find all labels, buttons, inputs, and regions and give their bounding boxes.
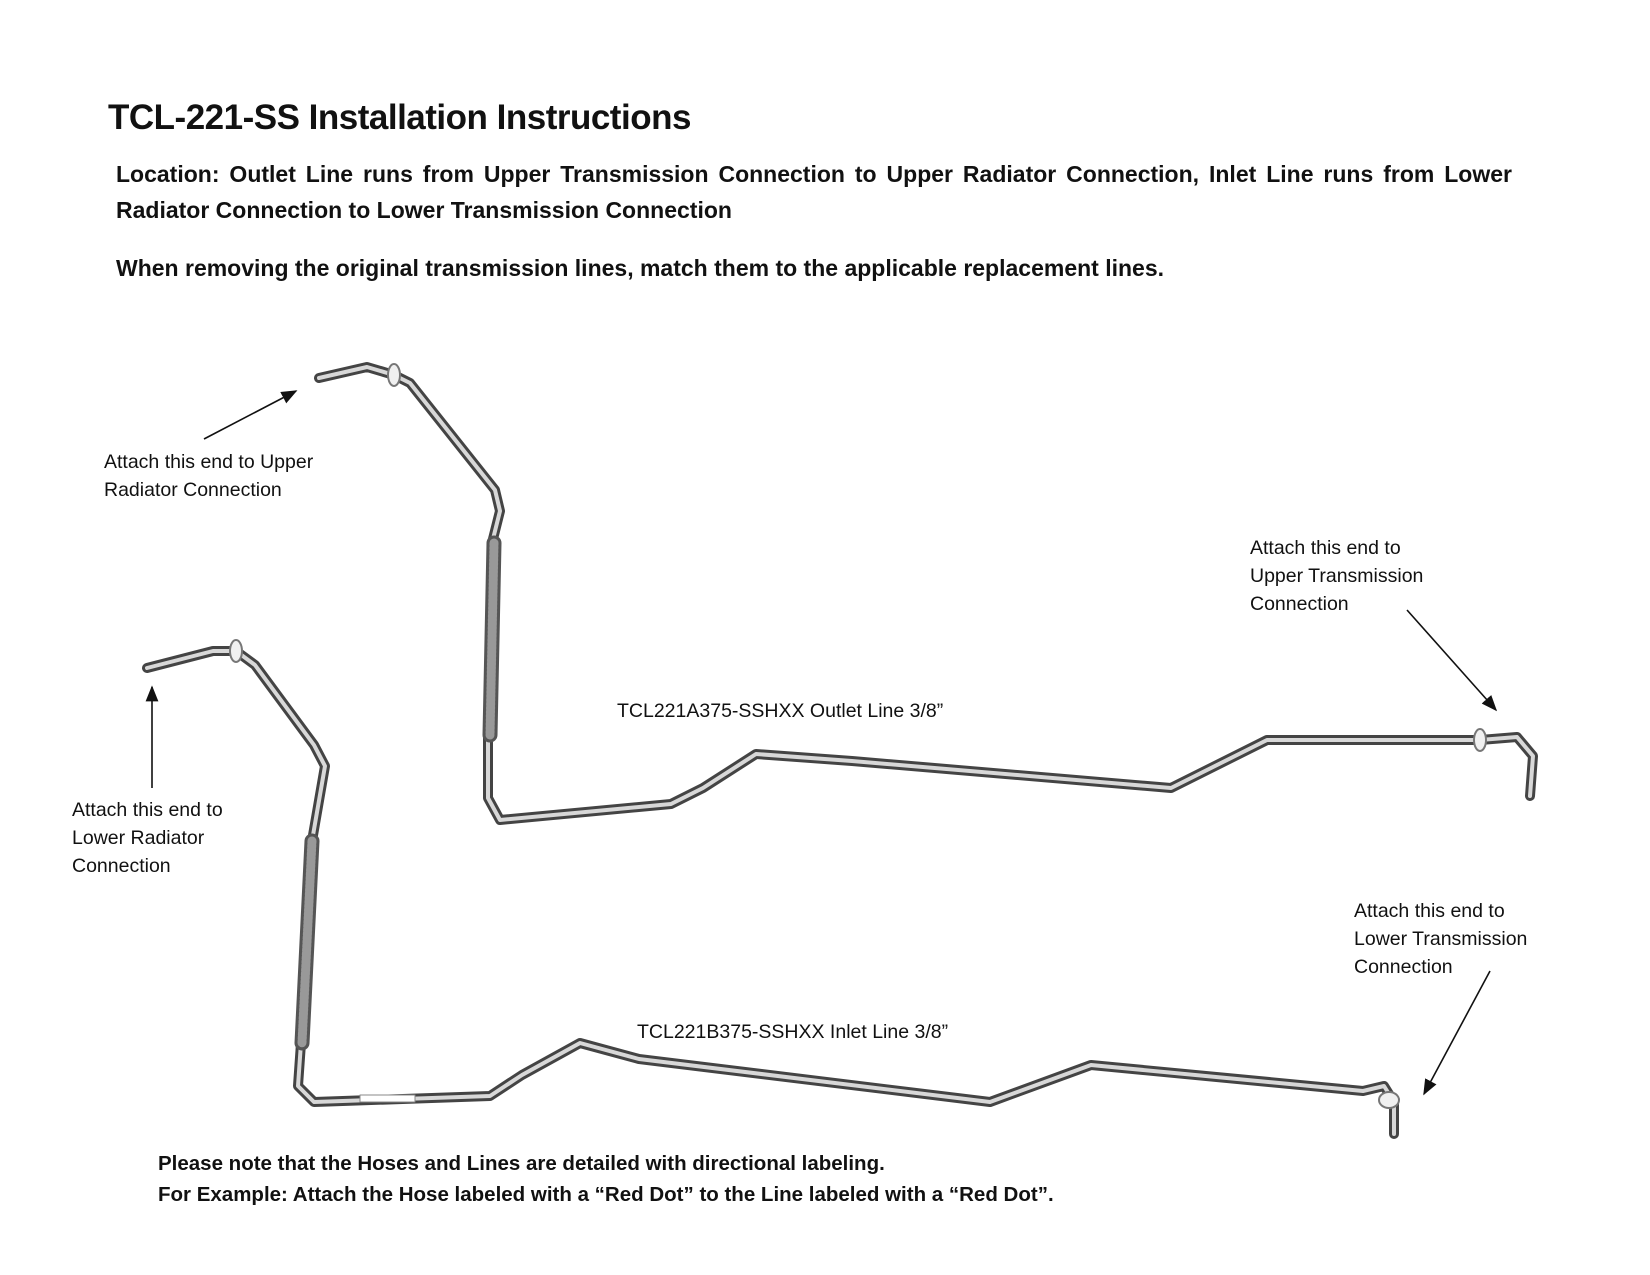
note-line: Please note that the Hoses and Lines are… <box>158 1152 885 1175</box>
inlet-washer-end <box>1378 1091 1400 1109</box>
inlet-washer-top <box>229 639 243 663</box>
label-line: Connection <box>1354 956 1453 978</box>
note-line: For Example: Attach the Hose labeled wit… <box>158 1183 1054 1206</box>
arrow-lower-transmission <box>1423 970 1491 1096</box>
label-line: Attach this end to <box>72 799 223 821</box>
label-lower-transmission: Attach this end to Lower Transmission Co… <box>1354 897 1527 981</box>
arrow-upper-transmission <box>1406 609 1498 712</box>
label-upper-radiator: Attach this end to Upper Radiator Connec… <box>104 448 313 504</box>
labeling-note: Please note that the Hoses and Lines are… <box>158 1148 1054 1210</box>
label-line: Upper Transmission <box>1250 565 1424 587</box>
label-line: Attach this end to <box>1354 900 1505 922</box>
label-upper-transmission: Attach this end to Upper Transmission Co… <box>1250 534 1423 618</box>
arrow-upper-radiator <box>203 390 298 440</box>
location-text: Location: Outlet Line runs from Upper Tr… <box>116 161 1512 223</box>
outlet-line <box>314 362 1538 825</box>
page-title: TCL-221-SS Installation Instructions <box>108 98 691 137</box>
label-line: Connection <box>1250 593 1349 615</box>
label-line: Attach this end to Upper <box>104 451 314 473</box>
label-line: Lower Radiator <box>72 827 205 849</box>
removing-instruction: When removing the original transmission … <box>116 255 1165 281</box>
outlet-line-part-label: TCL221A375-SSHXX Outlet Line 3/8” <box>617 700 944 722</box>
outlet-washer-top <box>387 363 401 387</box>
label-line: Radiator Connection <box>104 479 282 501</box>
inlet-line-part-label: TCL221B375-SSHXX Inlet Line 3/8” <box>637 1021 949 1043</box>
label-line: Lower Transmission <box>1354 928 1528 950</box>
label-lower-radiator: Attach this end to Lower Radiator Connec… <box>72 796 223 880</box>
barcode-label <box>359 1094 416 1103</box>
outlet-washer-end <box>1473 728 1487 752</box>
label-line: Attach this end to <box>1250 537 1401 559</box>
inlet-line <box>142 639 1400 1139</box>
label-line: Connection <box>72 855 171 877</box>
